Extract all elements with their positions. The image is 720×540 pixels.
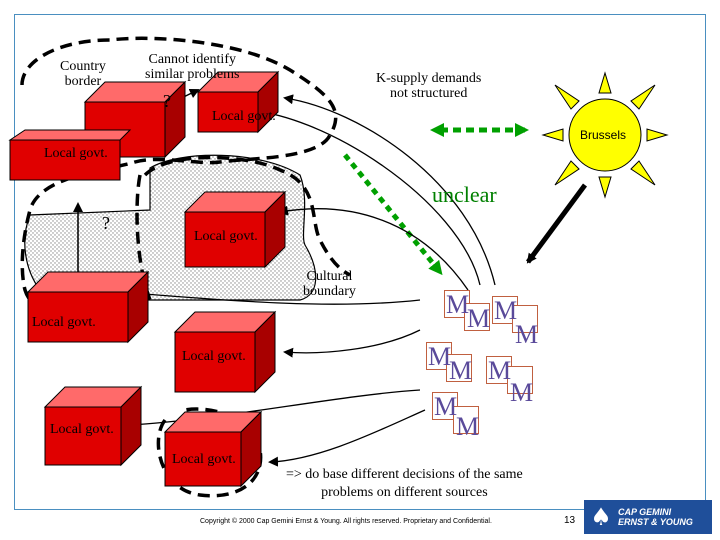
brussels-label: Brussels (580, 128, 627, 142)
question-left-label: ? (102, 213, 110, 233)
slide-frame (14, 14, 706, 510)
copyright-text: Copyright © 2000 Cap Gemini Ernst & Youn… (200, 518, 492, 525)
local-govt-label: Local govt. (194, 229, 258, 244)
m-letter: M (428, 342, 452, 371)
page-number: 13 (564, 515, 576, 526)
local-govt-label: Local govt. (212, 109, 276, 124)
unclear-arrow (343, 153, 443, 276)
m-letter: M (434, 392, 458, 421)
local-govt-label: Local govt. (50, 422, 114, 437)
local-govt-box-0 (8, 129, 132, 181)
m-letter: M (467, 304, 491, 333)
local-govt-label: Local govt. (182, 349, 246, 364)
country-border-label: Country border (60, 59, 106, 89)
m-letter: M (510, 378, 534, 407)
unclear-label: unclear (432, 182, 497, 207)
local-govt-label: Local govt. (44, 146, 108, 161)
local-govt-box-3 (183, 190, 287, 269)
brussels-arrow (525, 183, 588, 264)
cap-gemini-logo: ♠ CAP GEMINI ERNST & YOUNG (584, 500, 712, 534)
logo-text: CAP GEMINI ERNST & YOUNG (618, 506, 693, 527)
local-govt-box-7 (163, 410, 263, 488)
local-govt-box-4 (26, 270, 150, 344)
arrow-m-to-top-govt (283, 94, 496, 286)
cannot-identify-label: Cannot identify similar problems (145, 52, 240, 82)
local-govt-box-2 (196, 70, 280, 134)
arrow-m-to-mid-govt (278, 205, 469, 291)
m-letter: M (449, 356, 473, 385)
question-top-label: ? (163, 91, 171, 111)
m-letter: M (515, 320, 539, 349)
m-letter: M (494, 296, 518, 325)
local-govt-box-5 (173, 310, 277, 394)
k-supply-label: K-supply demands not structured (376, 71, 482, 101)
m-letter: M (446, 290, 470, 319)
m-letter: M (488, 356, 512, 385)
arrow-m-to-bottom-left (128, 389, 421, 430)
arrow-m-to-center (283, 329, 421, 358)
spade-icon: ♠ (590, 503, 612, 531)
local-govt-box-6 (43, 385, 143, 467)
arrow-m-to-bottom (268, 409, 426, 467)
local-govt-label: Local govt. (32, 315, 96, 330)
sun-icon (541, 71, 669, 199)
cultural-boundary-label: Cultural boundary (303, 269, 356, 299)
country-border (20, 36, 338, 307)
local-govt-label: Local govt. (172, 452, 236, 467)
arrow-m-to-left (118, 287, 421, 305)
m-letter: M (456, 412, 480, 441)
conclusion-text: => do base different decisions of the sa… (286, 467, 523, 501)
